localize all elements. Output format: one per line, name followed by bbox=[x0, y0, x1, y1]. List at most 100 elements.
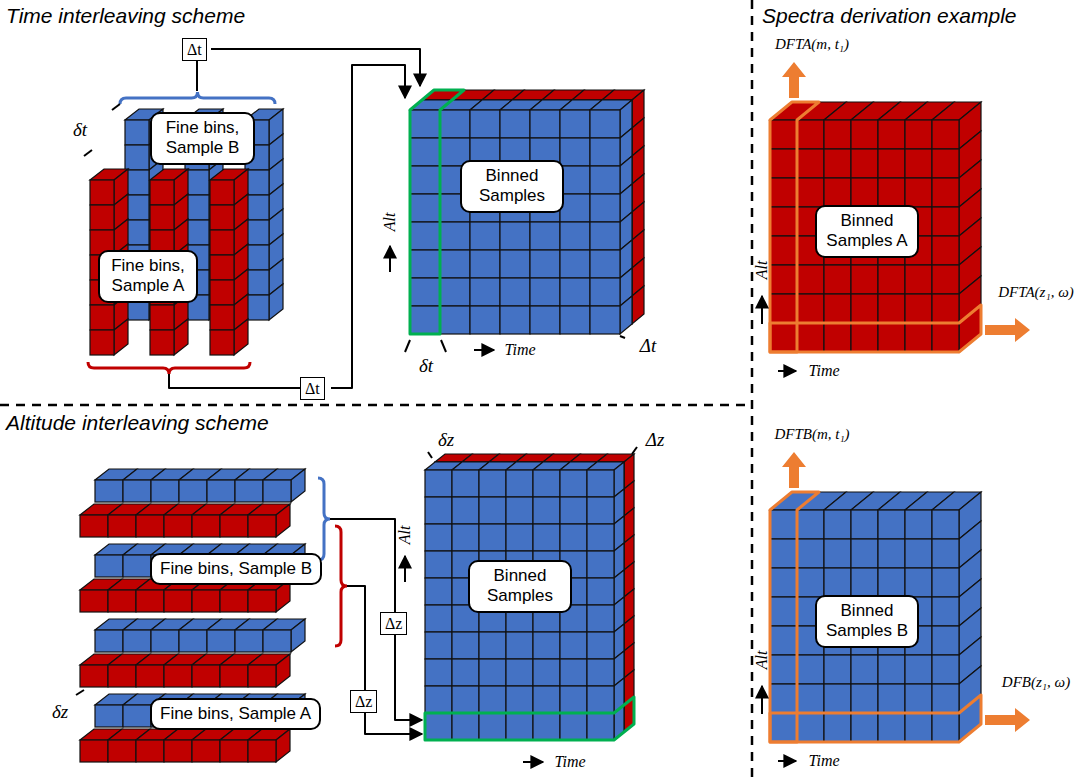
cube-front bbox=[587, 578, 614, 605]
cube-front bbox=[151, 630, 179, 652]
cube-front bbox=[770, 626, 797, 655]
box-text: Binned Samples bbox=[478, 566, 562, 607]
cube-front bbox=[824, 178, 851, 207]
cube-front bbox=[210, 205, 234, 230]
cube-front bbox=[824, 510, 851, 539]
cube-front bbox=[425, 497, 452, 524]
cube-front bbox=[905, 568, 932, 597]
orange-arrow bbox=[985, 708, 1030, 732]
orange-arrow bbox=[782, 62, 806, 98]
cube-front bbox=[851, 178, 878, 207]
dimension-tick bbox=[84, 150, 92, 156]
cube-front bbox=[932, 236, 959, 265]
cube-front bbox=[932, 539, 959, 568]
cube-front bbox=[560, 713, 587, 740]
cube-front bbox=[878, 684, 905, 713]
cube-front bbox=[210, 305, 234, 330]
panel-title: Time interleaving scheme bbox=[6, 4, 245, 27]
leader-line bbox=[196, 61, 198, 91]
cube-front bbox=[590, 166, 620, 194]
cube-front bbox=[770, 713, 797, 742]
cube-front bbox=[905, 323, 932, 352]
cube-front bbox=[851, 323, 878, 352]
cube-front bbox=[90, 330, 114, 355]
cube-front bbox=[533, 497, 560, 524]
cube-front bbox=[95, 705, 123, 727]
cube-front bbox=[192, 515, 220, 537]
cube-front bbox=[207, 480, 235, 502]
dimension-tick bbox=[76, 690, 84, 695]
cube-front bbox=[506, 497, 533, 524]
cube-front bbox=[797, 539, 824, 568]
cube-front bbox=[932, 626, 959, 655]
cube-front bbox=[80, 740, 108, 762]
cube-front bbox=[248, 590, 276, 612]
label-box: Binned Samples A bbox=[815, 205, 919, 258]
box-text: Fine bins, Sample A bbox=[108, 256, 188, 297]
cube-front bbox=[590, 194, 620, 222]
axis-arrow bbox=[389, 246, 391, 272]
cube-front bbox=[123, 555, 151, 577]
box-text: Fine bins, Sample B bbox=[160, 118, 245, 159]
leader-line bbox=[330, 519, 395, 612]
cube-front bbox=[95, 480, 123, 502]
orange-arrow bbox=[782, 452, 806, 488]
cube-front bbox=[905, 684, 932, 713]
cube-front bbox=[479, 713, 506, 740]
binned-grid-a bbox=[422, 90, 644, 324]
box-text: Δz bbox=[355, 692, 372, 711]
cube-front bbox=[905, 149, 932, 178]
cube-front bbox=[533, 632, 560, 659]
cube-front bbox=[878, 713, 905, 742]
binned-grid-b bbox=[410, 100, 632, 334]
cube-front bbox=[410, 138, 440, 166]
cube-front bbox=[533, 713, 560, 740]
cube-front bbox=[770, 265, 797, 294]
cube-front bbox=[587, 632, 614, 659]
cube-front bbox=[452, 713, 479, 740]
axis-label: Time bbox=[554, 753, 585, 771]
cube-front bbox=[905, 655, 932, 684]
bracket bbox=[335, 526, 347, 646]
cube-front bbox=[851, 713, 878, 742]
cube-front bbox=[851, 120, 878, 149]
cube-front bbox=[248, 515, 276, 537]
cube-front bbox=[500, 250, 530, 278]
box-text: Binned Samples bbox=[470, 166, 554, 207]
cube-front bbox=[425, 524, 452, 551]
box-text: Δz bbox=[385, 614, 402, 633]
cube-front bbox=[452, 686, 479, 713]
cube-front bbox=[797, 120, 824, 149]
panel-title: Altitude interleaving scheme bbox=[6, 411, 269, 434]
cube-side bbox=[114, 319, 128, 355]
cube-front bbox=[770, 510, 797, 539]
cube-front bbox=[210, 255, 234, 280]
cube-front bbox=[470, 250, 500, 278]
cube-front bbox=[479, 659, 506, 686]
cube-front bbox=[440, 278, 470, 306]
cube-side bbox=[959, 695, 981, 742]
cube-front bbox=[878, 323, 905, 352]
cube-front bbox=[905, 178, 932, 207]
cube-front bbox=[905, 265, 932, 294]
cube-front bbox=[479, 632, 506, 659]
cube-front bbox=[179, 480, 207, 502]
dimension-tick bbox=[441, 340, 446, 352]
cube-front bbox=[878, 178, 905, 207]
cube-front bbox=[125, 120, 149, 145]
cube-front bbox=[587, 497, 614, 524]
cube-front bbox=[851, 539, 878, 568]
cube-front bbox=[932, 120, 959, 149]
cube-front bbox=[410, 110, 440, 138]
fine-bin-row-a bbox=[80, 504, 290, 537]
cube-front bbox=[440, 306, 470, 334]
cube-front bbox=[797, 510, 824, 539]
cube-front bbox=[210, 180, 234, 205]
cube-front bbox=[560, 659, 587, 686]
cube-front bbox=[410, 278, 440, 306]
binned-grid bbox=[770, 492, 981, 742]
axis-label: Time bbox=[504, 341, 535, 359]
cube-front bbox=[80, 515, 108, 537]
cube-front bbox=[452, 659, 479, 686]
leader-arrow bbox=[211, 49, 420, 86]
